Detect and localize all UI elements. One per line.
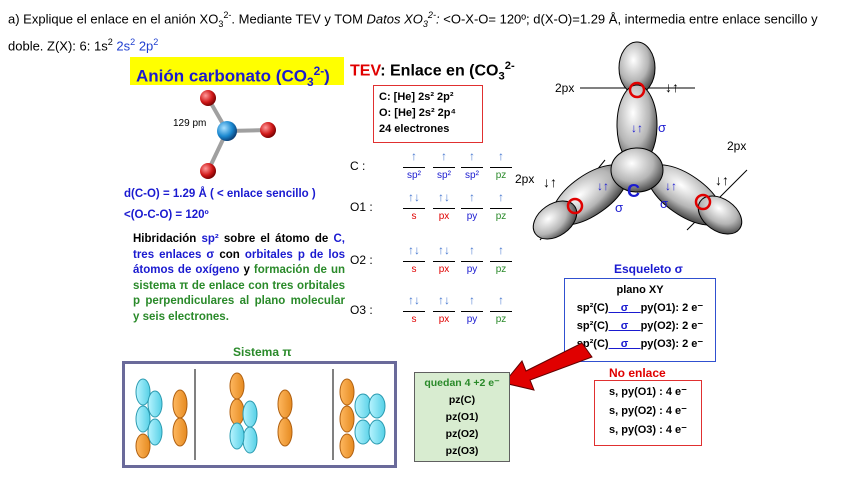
pi-system-box [122,361,397,468]
electron-arrow: ↑ [469,243,475,257]
page-title: Anión carbonato (CO32-) [130,57,344,89]
electron-arrow: ↑ [441,149,447,163]
orbital-type-label: pz [495,314,507,325]
orbital-level-line [490,167,512,168]
orbital-label: 2px [515,172,534,186]
tev-heading: TEV: Enlace en (CO32- [350,60,515,83]
orbital-level-line [403,311,425,312]
svg-text:↓↑: ↓↑ [597,179,609,193]
orbital-type-label: s [411,211,417,222]
orbital-type-label: py [466,211,478,222]
orbital-label: 2px [555,81,574,95]
no-bond-box: s, py(O1) : 4 e⁻ s, py(O2) : 4 e⁻ s, py(… [594,380,702,446]
orbital-row-label: C : [350,159,366,173]
orbital-type-label: pz [495,170,507,181]
electron-arrow: ↑ [498,149,504,163]
orbital-type-label: s [411,264,417,275]
sigma-label: σ [615,200,623,215]
orbital-level-line [490,261,512,262]
orbital-type-label: pz [495,211,507,222]
svg-text:↓↑: ↓↑ [665,79,679,95]
question-text: a) Explique el enlace en el anión XO32-.… [8,10,818,54]
svg-text:↓↑: ↓↑ [631,121,643,135]
resonance-structure [229,372,293,454]
skeleton-title: Esqueleto σ [614,262,683,276]
svg-text:↓↑: ↓↑ [665,179,677,193]
electron-arrow: ↑↓ [408,243,420,257]
no-bond-title: No enlace [609,366,666,380]
electron-arrow: ↑↓ [408,190,420,204]
orbital-type-label: px [438,211,450,222]
orbital-type-label: py [466,264,478,275]
remaining-electrons-box: quedan 4 +2 e⁻ pz(C) pz(O1) pz(O2) pz(O3… [414,372,510,462]
orbital-type-label: sp² [465,170,479,181]
orbital-type-label: px [438,314,450,325]
carbonate-model [200,90,276,179]
orbital-level-line [461,261,483,262]
sigma-label: σ [660,196,668,211]
resonance-structure [339,378,386,459]
orbital-row-label: O2 : [350,253,373,267]
carbon-atom [217,121,237,141]
orbital-level-line [490,311,512,312]
oxygen-atom [200,163,216,179]
orbital-type-label: py [466,314,478,325]
orbital-level-line [403,167,425,168]
svg-text:↓↑: ↓↑ [543,174,557,190]
resonance-structure [135,378,188,459]
orbital-level-line [433,311,455,312]
electron-arrow: ↑↓ [438,243,450,257]
red-arrow-icon [503,342,593,391]
orbital-type-label: pz [495,264,507,275]
electron-arrow: ↑↓ [438,293,450,307]
bond-angle: <(O-C-O) = 120º [124,209,209,221]
electron-arrow: ↑ [498,243,504,257]
orbital-level-line [461,311,483,312]
oxygen-atom [200,90,216,106]
orbital-level-line [403,261,425,262]
orbital-type-label: sp² [437,170,451,181]
sigma-lobes-diagram: 2px 2px 2px C σ σ σ ↓↑ ↓↑ ↓↑ ↓↑ ↓↑ ↓↑ [515,41,748,241]
oxygen-atom [260,122,276,138]
orbital-level-line [433,261,455,262]
electron-arrow: ↑ [498,293,504,307]
orbital-level-line [490,208,512,209]
electron-arrow: ↑ [469,293,475,307]
bond-length: d(C-O) = 1.29 Å ( < enlace sencillo ) [124,188,316,200]
orbital-type-label: px [438,264,450,275]
skeleton-box: plano XY sp²(C)__σ__py(O1): 2 e⁻ sp²(C)_… [564,278,716,362]
orbital-level-line [461,167,483,168]
orbital-type-label: sp² [407,170,421,181]
electron-arrow: ↑ [411,149,417,163]
orbital-level-line [433,208,455,209]
electron-arrow: ↑ [469,190,475,204]
pi-system-title: Sistema π [233,345,292,359]
orbital-row-label: O3 : [350,303,373,317]
electron-arrow: ↑↓ [408,293,420,307]
orbital-level-line [433,167,455,168]
distance-label: 129 pm [173,118,207,129]
svg-text:↓↑: ↓↑ [715,172,729,188]
electron-arrow: ↑ [498,190,504,204]
electron-config-box: C: [He] 2s² 2p² O: [He] 2s² 2p⁴ 24 elect… [373,85,483,143]
orbital-type-label: s [411,314,417,325]
orbital-label: 2px [727,139,746,153]
carbon-label: C [627,181,640,201]
electron-arrow: ↑↓ [438,190,450,204]
sigma-label: σ [658,120,666,135]
electron-arrow: ↑ [469,149,475,163]
orbital-level-line [461,208,483,209]
orbital-row-label: O1 : [350,200,373,214]
orbital-level-line [403,208,425,209]
hybridization-text: Hibridación sp² sobre el átomo de C, tre… [133,233,345,323]
